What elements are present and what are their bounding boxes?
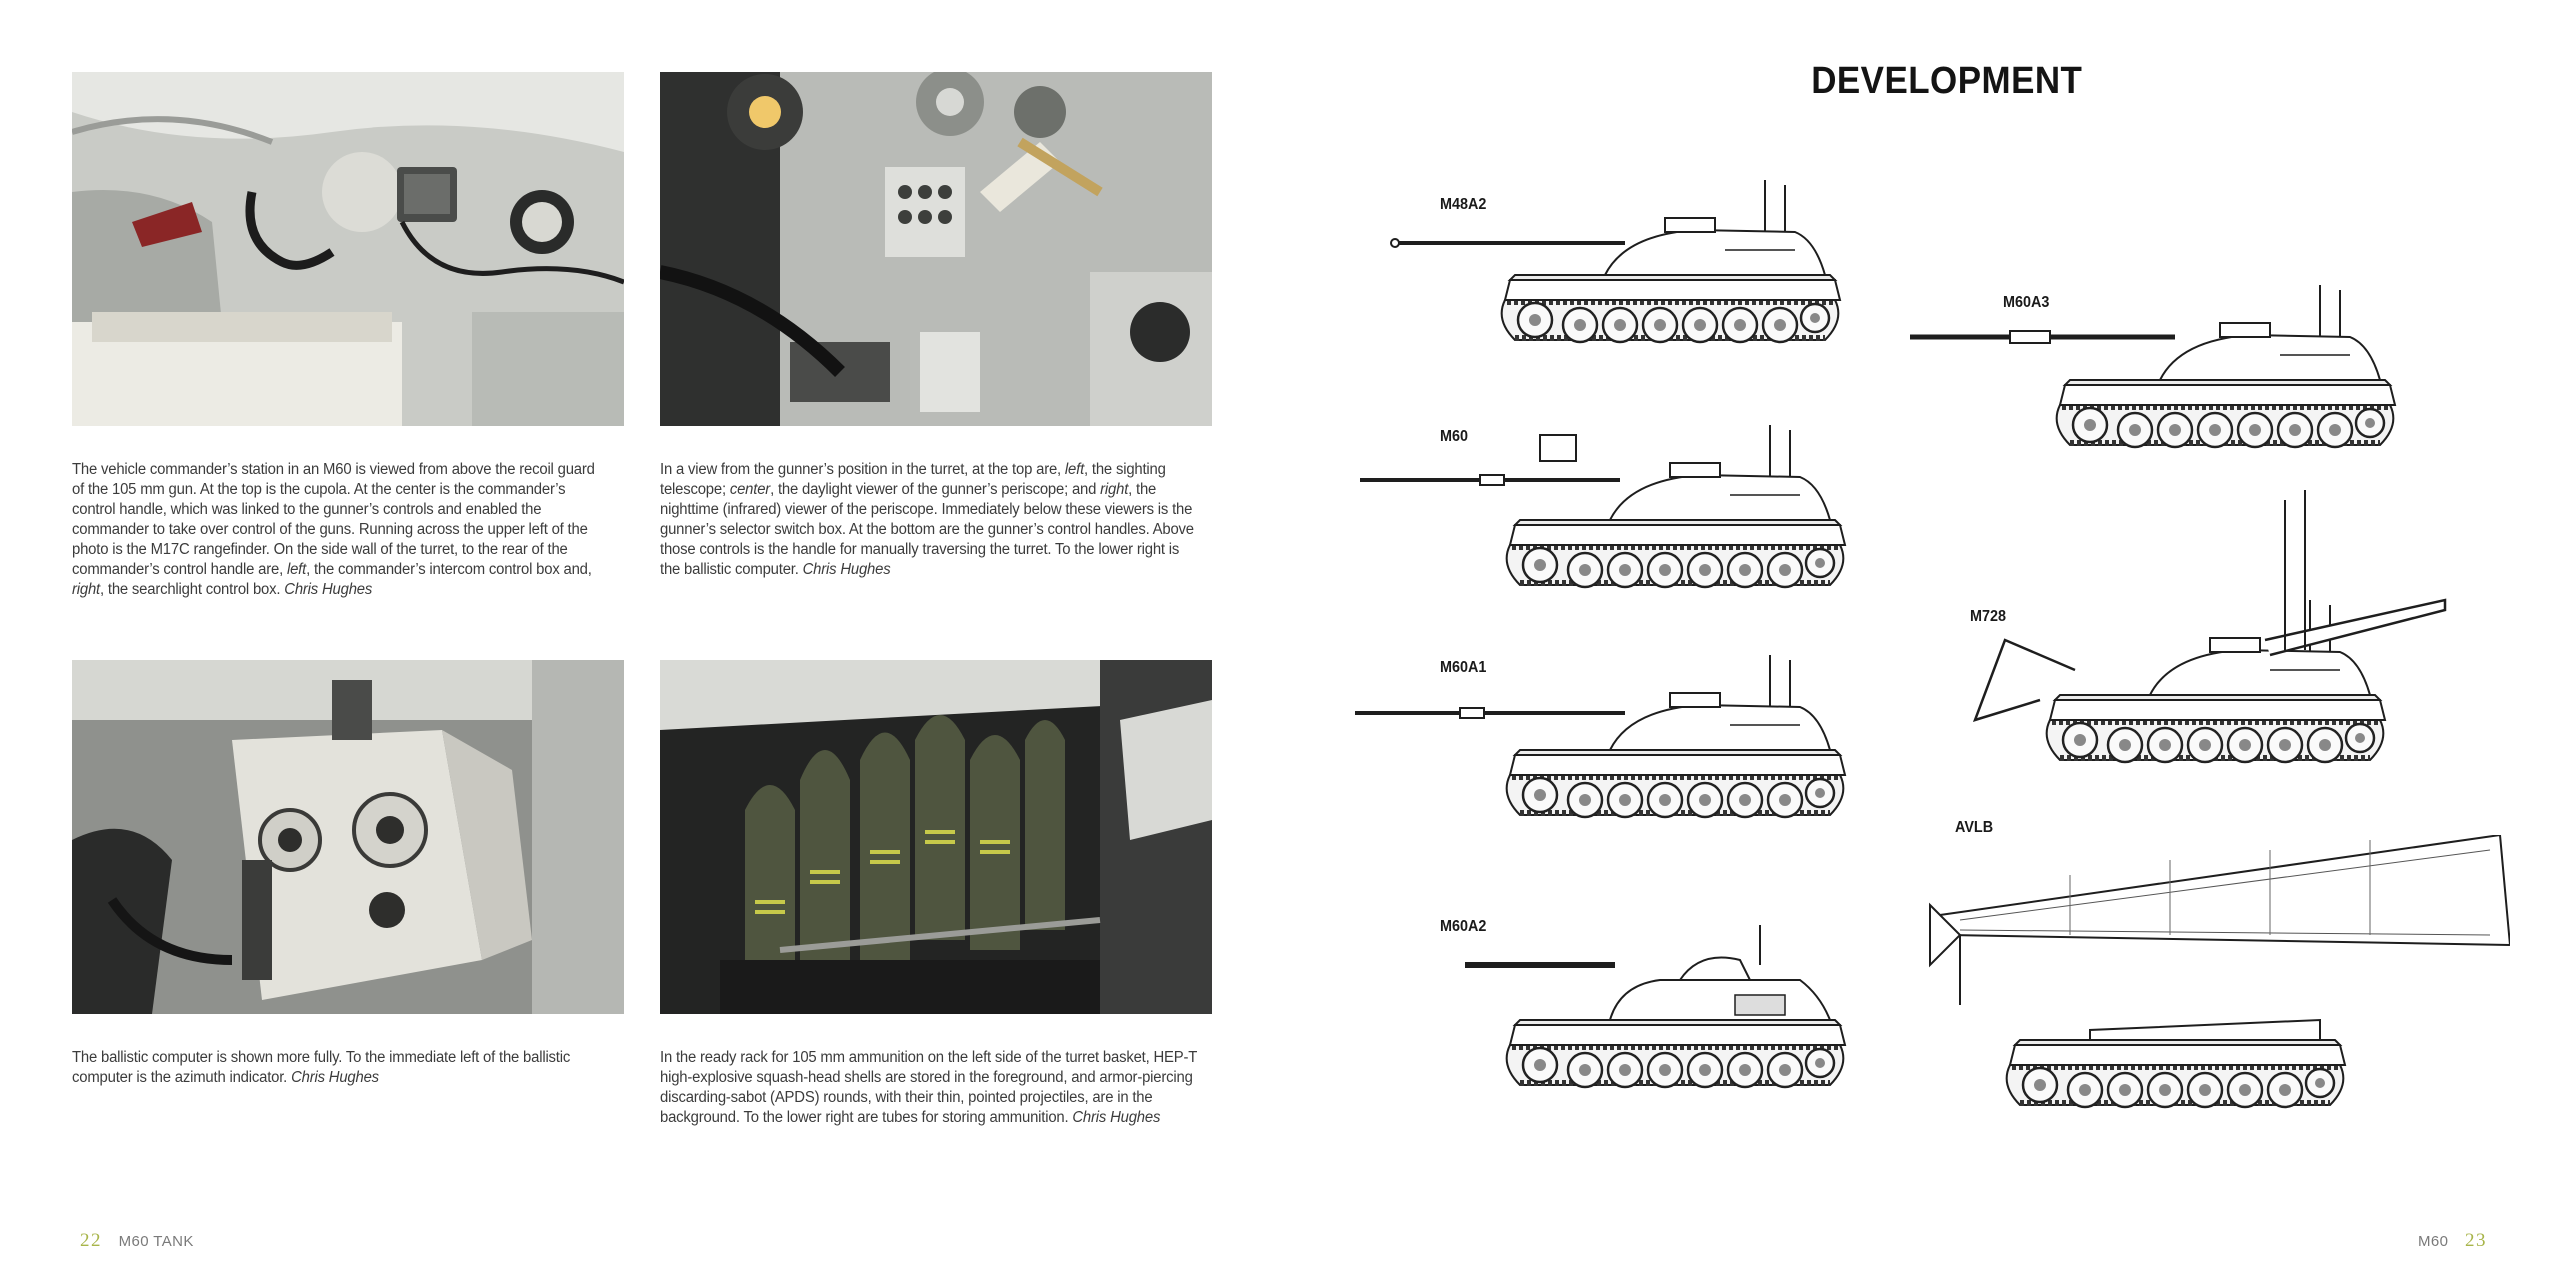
caption-text: , the commander’s intercom control box a… <box>306 561 592 578</box>
tank-label-avlb: AVLB <box>1955 819 1994 836</box>
photo-credit: Chris Hughes <box>291 1069 379 1086</box>
tank-drawing-m728 <box>1965 490 2465 770</box>
tank-label-m48a2: M48A2 <box>1440 196 1487 213</box>
page-title: DEVELOPMENT <box>1811 60 2083 102</box>
tank-drawing-avlb <box>1920 835 2510 1115</box>
running-title-left: M60 TANK <box>118 1233 194 1250</box>
caption-ballistic-computer: The ballistic computer is shown more ful… <box>72 1048 610 1088</box>
caption-text: In a view from the gunner’s position in … <box>660 461 1065 478</box>
caption-emphasis: left <box>286 561 307 578</box>
caption-text: The vehicle commander’s station in an M6… <box>72 461 595 578</box>
photo-credit: Chris Hughes <box>1072 1109 1161 1126</box>
caption-ammunition-rack: In the ready rack for 105 mm ammunition … <box>660 1048 1198 1128</box>
caption-text: In the ready rack for 105 mm ammunition … <box>660 1049 1197 1126</box>
caption-text: , the searchlight control box. <box>99 581 285 598</box>
page-number-left: 22 <box>80 1230 102 1251</box>
tank-label-m60a1: M60A1 <box>1440 659 1487 676</box>
running-title-right: M60 <box>2418 1233 2449 1250</box>
photo-ballistic-computer <box>72 660 624 1014</box>
caption-emphasis: left <box>1064 461 1085 478</box>
caption-gunner-position: In a view from the gunner’s position in … <box>660 460 1198 580</box>
photo-credit: Chris Hughes <box>284 581 373 598</box>
folio-left: 22 M60 TANK <box>80 1230 194 1252</box>
caption-emphasis: center <box>729 481 771 498</box>
caption-commander-station: The vehicle commander’s station in an M6… <box>72 460 610 600</box>
caption-text: The ballistic computer is shown more ful… <box>72 1049 571 1086</box>
tank-drawing-m60a3 <box>1910 245 2425 455</box>
photo-credit: Chris Hughes <box>802 561 891 578</box>
photo-ammunition-rack <box>660 660 1212 1014</box>
photo-gunner-position <box>660 72 1212 426</box>
caption-emphasis: right <box>72 581 100 598</box>
tank-label-m60a2: M60A2 <box>1440 918 1487 935</box>
caption-text: , the sighting telescope; <box>660 461 1166 498</box>
tank-drawing-m48a2 <box>1385 160 1865 360</box>
page-number-right: 23 <box>2464 1230 2487 1251</box>
caption-text: , the daylight viewer of the gunner’s pe… <box>770 481 1101 498</box>
tank-label-m60a3: M60A3 <box>2003 294 2050 311</box>
caption-text: , the nighttime (infrared) viewer of the… <box>660 481 1194 578</box>
tank-label-m60: M60 <box>1440 428 1469 445</box>
tank-drawing-m60a1 <box>1355 620 1870 825</box>
caption-emphasis: right <box>1100 481 1129 498</box>
folio-right: M60 23 <box>2418 1230 2487 1252</box>
photo-commander-station <box>72 72 624 426</box>
tank-drawing-m60 <box>1360 395 1870 595</box>
tank-label-m728: M728 <box>1970 608 2007 625</box>
tank-drawing-m60a2 <box>1465 875 1870 1095</box>
